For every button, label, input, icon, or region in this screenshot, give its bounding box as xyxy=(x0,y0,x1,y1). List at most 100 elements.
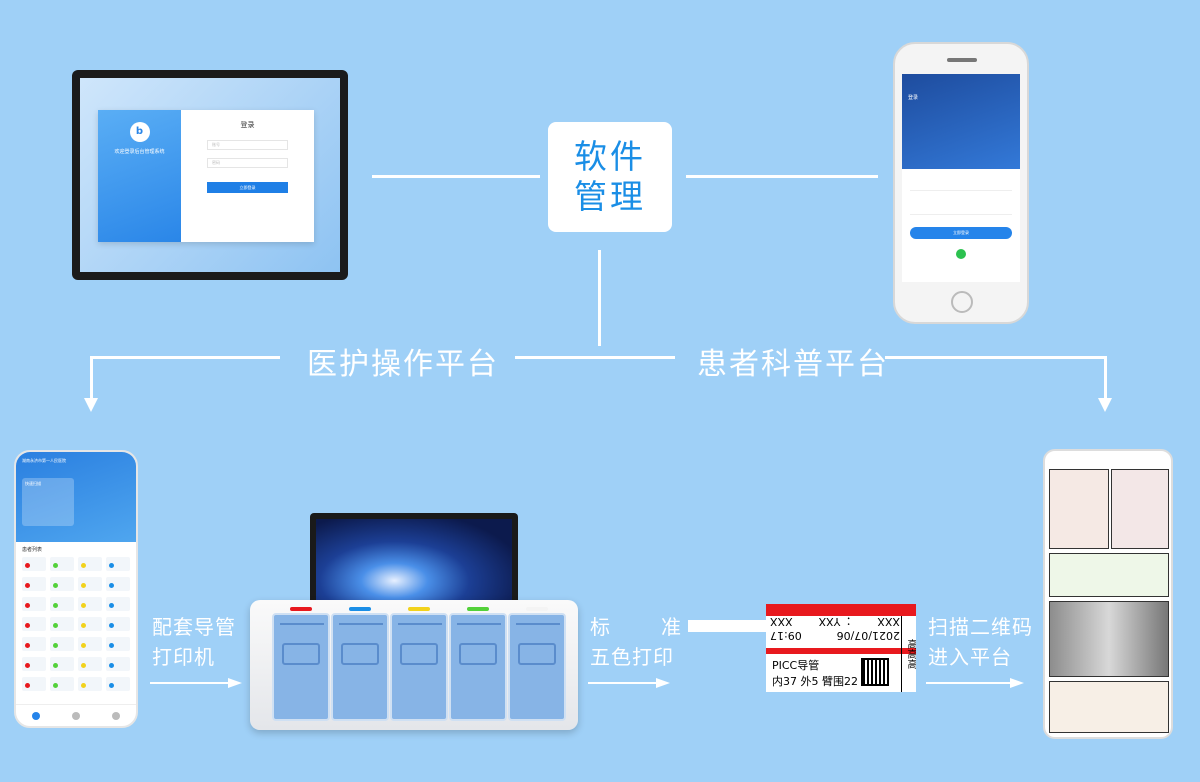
status-dot-icon xyxy=(53,563,58,568)
status-dot-icon xyxy=(81,583,86,588)
username-field[interactable]: 账号 xyxy=(207,140,288,150)
patient-cell[interactable] xyxy=(50,637,74,651)
line-right-down xyxy=(1104,356,1107,400)
patient-cell[interactable] xyxy=(78,577,102,591)
print-slot-3[interactable] xyxy=(390,607,448,721)
status-dot-icon xyxy=(81,603,86,608)
patient-cell[interactable] xyxy=(50,577,74,591)
center-line1: 软件 xyxy=(574,137,646,176)
nav-list-icon[interactable] xyxy=(72,711,80,720)
printer-step-line1: 配套导管 xyxy=(152,615,236,639)
line-center-down xyxy=(598,250,601,346)
patient-cell[interactable] xyxy=(50,617,74,631)
patient-cell[interactable] xyxy=(106,597,130,611)
status-dot-icon xyxy=(25,663,30,668)
status-dot-icon xyxy=(109,663,114,668)
patient-cell[interactable] xyxy=(50,597,74,611)
led-4 xyxy=(467,607,489,611)
label-picc: PICC导管 内37 外5 臂围22 xyxy=(772,658,858,690)
printer-step-label: 配套导管 打印机 xyxy=(152,612,236,672)
patient-cell[interactable] xyxy=(50,657,74,671)
quick-scan-card[interactable]: 快速扫描 xyxy=(22,478,74,526)
label-rotated-text: 2021/07/06 09:17 XXX ：YXX XXX xyxy=(770,614,900,642)
slot-1-opening xyxy=(280,623,324,625)
arrow-down-left xyxy=(84,398,98,412)
patient-cell[interactable] xyxy=(78,617,102,631)
patient-cell[interactable] xyxy=(78,637,102,651)
speaker xyxy=(947,58,977,62)
login-title: 登录 xyxy=(240,121,255,129)
patient-cell[interactable] xyxy=(22,657,46,671)
patient-cell[interactable] xyxy=(106,677,130,691)
login-card: b 欢迎登录后台管理系统 登录 账号 密码 立即登录 xyxy=(98,110,314,242)
status-dot-icon xyxy=(25,603,30,608)
status-dot-icon xyxy=(81,663,86,668)
patient-cell[interactable] xyxy=(106,557,130,571)
print-slot-1[interactable] xyxy=(272,607,330,721)
patient-phone: 登录 立即登录 xyxy=(893,42,1029,324)
nurse-phone: 湖南永济市第一人民医院 快速扫描 患者列表 xyxy=(14,450,138,728)
print-slot-5[interactable] xyxy=(508,607,566,721)
print-slot-2[interactable] xyxy=(331,607,389,721)
status-dot-icon xyxy=(53,603,58,608)
patient-cell[interactable] xyxy=(106,577,130,591)
nurse-phone-header: 湖南永济市第一人民医院 快速扫描 xyxy=(16,452,136,542)
label-picc-title: PICC导管 xyxy=(772,659,820,672)
phone-screen: 登录 立即登录 xyxy=(902,74,1020,282)
patient-cell[interactable] xyxy=(22,557,46,571)
tablet-screen: b 欢迎登录后台管理系统 登录 账号 密码 立即登录 xyxy=(80,78,340,272)
patient-cell[interactable] xyxy=(78,557,102,571)
tape-strip xyxy=(688,620,768,632)
patient-cell[interactable] xyxy=(22,577,46,591)
slot-4-opening xyxy=(457,623,501,625)
line-horizontal-left xyxy=(90,356,280,359)
admin-tablet: b 欢迎登录后台管理系统 登录 账号 密码 立即登录 xyxy=(72,70,348,280)
label-side-text: 高高高 xyxy=(901,616,916,692)
patient-cell[interactable] xyxy=(78,657,102,671)
line-center-phone xyxy=(686,175,878,178)
label-r1-mid: ：YXX xyxy=(818,615,852,628)
label-picc-detail: 内37 外5 臂围22 xyxy=(772,675,858,688)
nav-home-icon[interactable] xyxy=(32,711,40,720)
comic-panel-5 xyxy=(1049,681,1169,733)
print-slot-4[interactable] xyxy=(449,607,507,721)
color-step-a: 标 xyxy=(590,615,611,639)
slot-3-opening xyxy=(398,623,442,625)
patient-list-title: 患者列表 xyxy=(22,547,43,553)
status-dot-icon xyxy=(53,623,58,628)
phone-title: 登录 xyxy=(908,95,919,101)
patient-cell[interactable] xyxy=(50,557,74,571)
education-comic-phone xyxy=(1043,449,1173,739)
line-horizontal-mid xyxy=(515,356,675,359)
patient-cell[interactable] xyxy=(78,597,102,611)
patient-cell[interactable] xyxy=(22,677,46,691)
status-dot-icon xyxy=(81,563,86,568)
status-dot-icon xyxy=(109,623,114,628)
phone-field-1[interactable] xyxy=(910,179,1012,191)
bottom-nav xyxy=(16,704,136,726)
password-field[interactable]: 密码 xyxy=(207,158,288,168)
patient-cell[interactable] xyxy=(50,677,74,691)
login-welcome-panel: b 欢迎登录后台管理系统 xyxy=(98,110,181,242)
qr-code-icon[interactable] xyxy=(861,658,889,686)
phone-field-2[interactable] xyxy=(910,203,1012,215)
nav-user-icon[interactable] xyxy=(112,711,120,720)
patient-cell[interactable] xyxy=(106,637,130,651)
patient-cell[interactable] xyxy=(106,657,130,671)
phone-login-button[interactable]: 立即登录 xyxy=(910,227,1012,239)
patient-cell[interactable] xyxy=(22,637,46,651)
label-red-top xyxy=(766,604,916,616)
printer-display xyxy=(310,513,518,613)
label-red-bottom xyxy=(766,648,916,654)
patient-cell[interactable] xyxy=(78,677,102,691)
label-time: 09:17 xyxy=(770,629,802,642)
welcome-text: 欢迎登录后台管理系统 xyxy=(114,149,165,155)
login-button[interactable]: 立即登录 xyxy=(207,182,288,193)
patient-cell[interactable] xyxy=(22,597,46,611)
arrow-line-3 xyxy=(926,682,1012,684)
wechat-icon[interactable] xyxy=(956,249,966,259)
phone-form: 立即登录 xyxy=(902,169,1020,269)
login-form: 登录 账号 密码 立即登录 xyxy=(181,110,314,242)
patient-cell[interactable] xyxy=(106,617,130,631)
patient-cell[interactable] xyxy=(22,617,46,631)
